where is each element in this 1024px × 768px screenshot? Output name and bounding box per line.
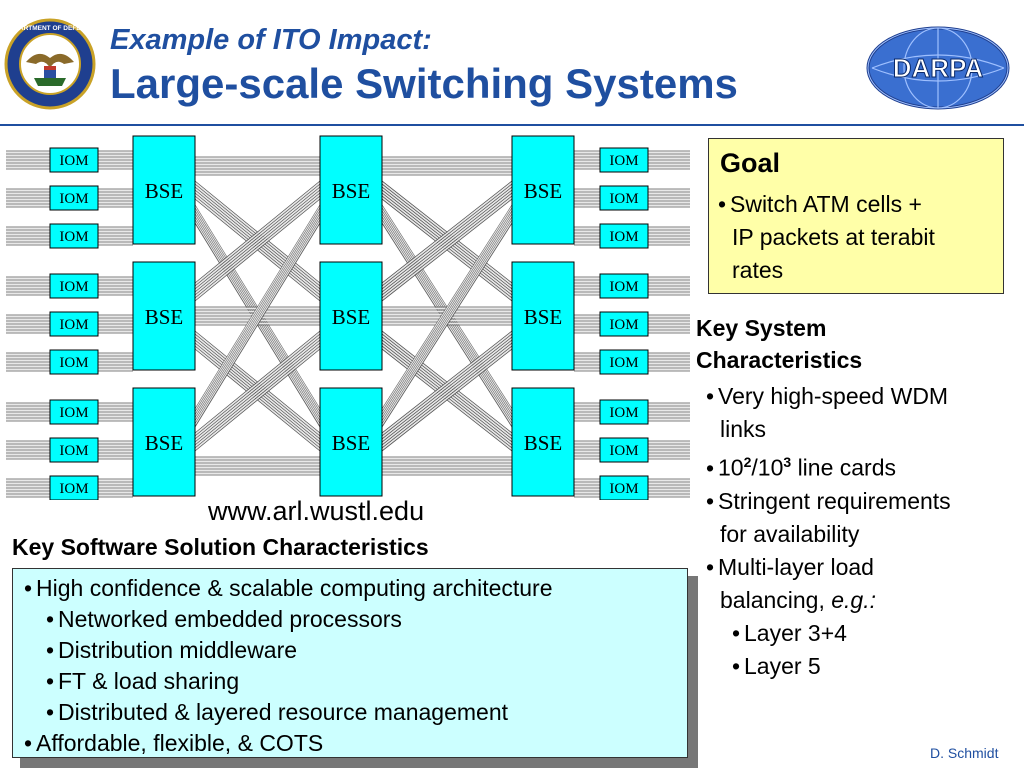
iom-label: IOM	[59, 317, 88, 333]
iom-label: IOM	[609, 279, 638, 295]
bse-box	[319, 387, 383, 497]
iom-box	[599, 349, 649, 375]
iom-box	[599, 437, 649, 463]
iom-label: IOM	[59, 481, 88, 497]
slide-title: Large-scale Switching Systems	[110, 60, 738, 107]
footer-author: D. Schmidt	[930, 745, 999, 761]
iom-label: IOM	[609, 405, 638, 421]
iom-label: IOM	[609, 355, 638, 371]
bse-label: BSE	[332, 431, 371, 455]
iom-label: IOM	[59, 443, 88, 459]
iom-label: IOM	[609, 191, 638, 207]
bse-box	[319, 261, 383, 371]
iom-box	[49, 399, 99, 425]
iom-label: IOM	[609, 229, 638, 245]
fabric-link	[382, 456, 512, 476]
iom-label: IOM	[609, 443, 638, 459]
iom-box	[49, 349, 99, 375]
ks-item-linecards: •102/103 line cards	[706, 454, 896, 481]
software-subitem: •FT & load sharing	[46, 668, 240, 694]
fabric-link	[382, 156, 512, 176]
iom-box	[599, 311, 649, 337]
seal-text: DEPARTMENT OF DEFENSE	[6, 25, 95, 32]
goal-item: •Switch ATM cells +	[718, 191, 922, 217]
bse-label: BSE	[524, 305, 563, 329]
iom-box	[49, 273, 99, 299]
iom-box	[49, 311, 99, 337]
software-subitem: •Distribution middleware	[46, 637, 298, 663]
goal-box	[708, 138, 1004, 294]
bse-label: BSE	[332, 179, 371, 203]
iom-label: IOM	[59, 279, 88, 295]
ks-item-multilayer: •Multi-layer load	[706, 553, 874, 580]
bse-label: BSE	[332, 305, 371, 329]
bse-box	[511, 135, 575, 245]
fabric-link	[381, 204, 513, 428]
key-system-list: •Very high-speed WDM links •102/103 line…	[706, 380, 951, 683]
bse-label: BSE	[145, 305, 184, 329]
fabric-link	[194, 180, 321, 302]
iom-label: IOM	[59, 191, 88, 207]
header-divider	[0, 124, 1024, 126]
bse-box	[132, 387, 196, 497]
iom-box	[599, 185, 649, 211]
bse-box	[511, 261, 575, 371]
fabric-link	[195, 156, 320, 176]
bse-label: BSE	[145, 431, 184, 455]
ks-subitem-layer34: •Layer 3+4	[732, 619, 847, 646]
fabric-link	[194, 204, 321, 428]
iom-label: IOM	[609, 481, 638, 497]
iom-box	[49, 475, 99, 500]
switching-fabric-diagram: BSE BSE BSE BSE BSE BSE BSE BSE BSE IOM IOM IOM IOM I…	[6, 135, 690, 500]
iom-box	[49, 223, 99, 249]
fabric-link	[381, 330, 513, 452]
software-box	[12, 568, 688, 758]
software-subitem: •Networked embedded processors	[46, 606, 402, 632]
fabric-link	[194, 330, 321, 452]
iom-box	[599, 273, 649, 299]
iom-box	[599, 475, 649, 500]
iom-label: IOM	[609, 153, 638, 169]
iom-box	[49, 147, 99, 173]
software-item: •Affordable, flexible, & COTS	[24, 730, 324, 756]
iom-label: IOM	[59, 229, 88, 245]
iom-label: IOM	[59, 405, 88, 421]
iom-label: IOM	[609, 317, 638, 333]
bse-label: BSE	[524, 431, 563, 455]
software-subitem: •Distributed & layered resource manageme…	[46, 699, 509, 725]
key-system-heading: Key System Characteristics	[696, 315, 863, 373]
fabric-link	[195, 456, 320, 476]
software-heading: Key Software Solution Characteristics	[12, 534, 429, 560]
darpa-logo: DARPA	[866, 26, 1010, 110]
goal-text: •Switch ATM cells + IP packets at terabi…	[718, 188, 935, 287]
goal-title: Goal	[720, 148, 781, 178]
ks-subitem-layer5: •Layer 5	[732, 652, 821, 679]
darpa-logo-text: DARPA	[893, 53, 984, 83]
bse-box	[319, 135, 383, 245]
ks-item-wdm: •Very high-speed WDM	[706, 383, 949, 409]
bse-box	[511, 387, 575, 497]
iom-label: IOM	[59, 153, 88, 169]
software-list: •High confidence & scalable computing ar…	[24, 573, 553, 759]
bse-box	[132, 261, 196, 371]
iom-box	[49, 437, 99, 463]
bse-label: BSE	[524, 179, 563, 203]
iom-label: IOM	[59, 355, 88, 371]
fabric-link	[381, 180, 513, 302]
source-url: www.arl.wustl.edu	[208, 496, 425, 526]
iom-box	[49, 185, 99, 211]
dod-seal-logo: DEPARTMENT OF DEFENSE	[4, 18, 96, 110]
iom-box	[599, 399, 649, 425]
bse-box	[132, 135, 196, 245]
slide-subtitle: Example of ITO Impact:	[110, 24, 432, 56]
iom-box	[599, 147, 649, 173]
ks-item-stringent: •Stringent requirements	[706, 487, 951, 514]
iom-box	[599, 223, 649, 249]
bse-label: BSE	[145, 179, 184, 203]
software-item: •High confidence & scalable computing ar…	[24, 575, 553, 601]
